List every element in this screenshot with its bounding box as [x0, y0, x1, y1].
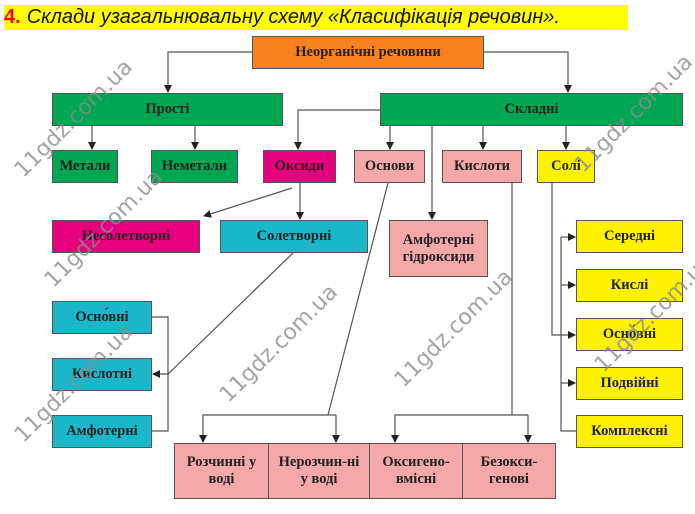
node-oxide-amphoteric: Амфотерні	[52, 415, 152, 448]
arrow-root-simple	[164, 51, 252, 93]
node-acid-oxygen-free: Безокси-генові	[462, 443, 556, 499]
node-oxide-basic: Осно́вні	[52, 301, 152, 334]
node-salt-forming: Солетворні	[220, 220, 368, 253]
node-acids: Кислоти	[442, 150, 522, 183]
node-acid-oxygen: Оксигено-вмісні	[369, 443, 463, 499]
node-complex: Складні	[380, 93, 683, 126]
line-salts-bracket	[560, 237, 576, 432]
node-metals: Метали	[52, 150, 118, 183]
node-oxides: Оксиди	[263, 150, 336, 183]
node-amphoteric-hydroxides: Амфотерні гідроксиди	[389, 220, 488, 277]
node-simple: Прості	[52, 93, 283, 126]
node-non-salt-forming: Несолетворні	[52, 220, 200, 253]
arrow-bases-soluble	[199, 414, 336, 443]
node-inorganic-substances: Неорганічні речовини	[252, 36, 484, 69]
arrow-saltforming-types	[152, 252, 294, 378]
line-bases-split	[327, 182, 389, 416]
node-salt-complex: Комплексні	[576, 415, 683, 448]
node-nonmetals: Неметали	[151, 150, 238, 183]
arrow-acids-oxygen	[391, 414, 528, 443]
node-salt-normal: Середні	[576, 220, 683, 253]
node-oxide-acidic: Кислотні	[52, 358, 152, 391]
arrow-complex-oxides	[294, 109, 380, 150]
node-salt-double: Подвійні	[576, 367, 683, 400]
node-salts: Солі	[537, 150, 595, 183]
node-salt-basic: Осно́вні	[576, 318, 683, 351]
line-salts-split	[551, 183, 576, 339]
node-salt-acidic: Кислі	[576, 269, 683, 302]
node-bases: Основи	[354, 150, 425, 183]
arrow-oxides-nonsaltforming	[203, 187, 293, 218]
node-base-insoluble: Нерозчин-ні у воді	[268, 443, 370, 499]
arrow-root-complex	[484, 51, 572, 93]
task-title: 4.Склади узагальнювальну схему «Класифік…	[4, 5, 628, 30]
task-text: Склади узагальнювальну схему «Класифікац…	[26, 6, 560, 28]
task-number: 4.	[4, 6, 21, 28]
node-base-soluble: Розчинні у воді	[174, 443, 269, 499]
